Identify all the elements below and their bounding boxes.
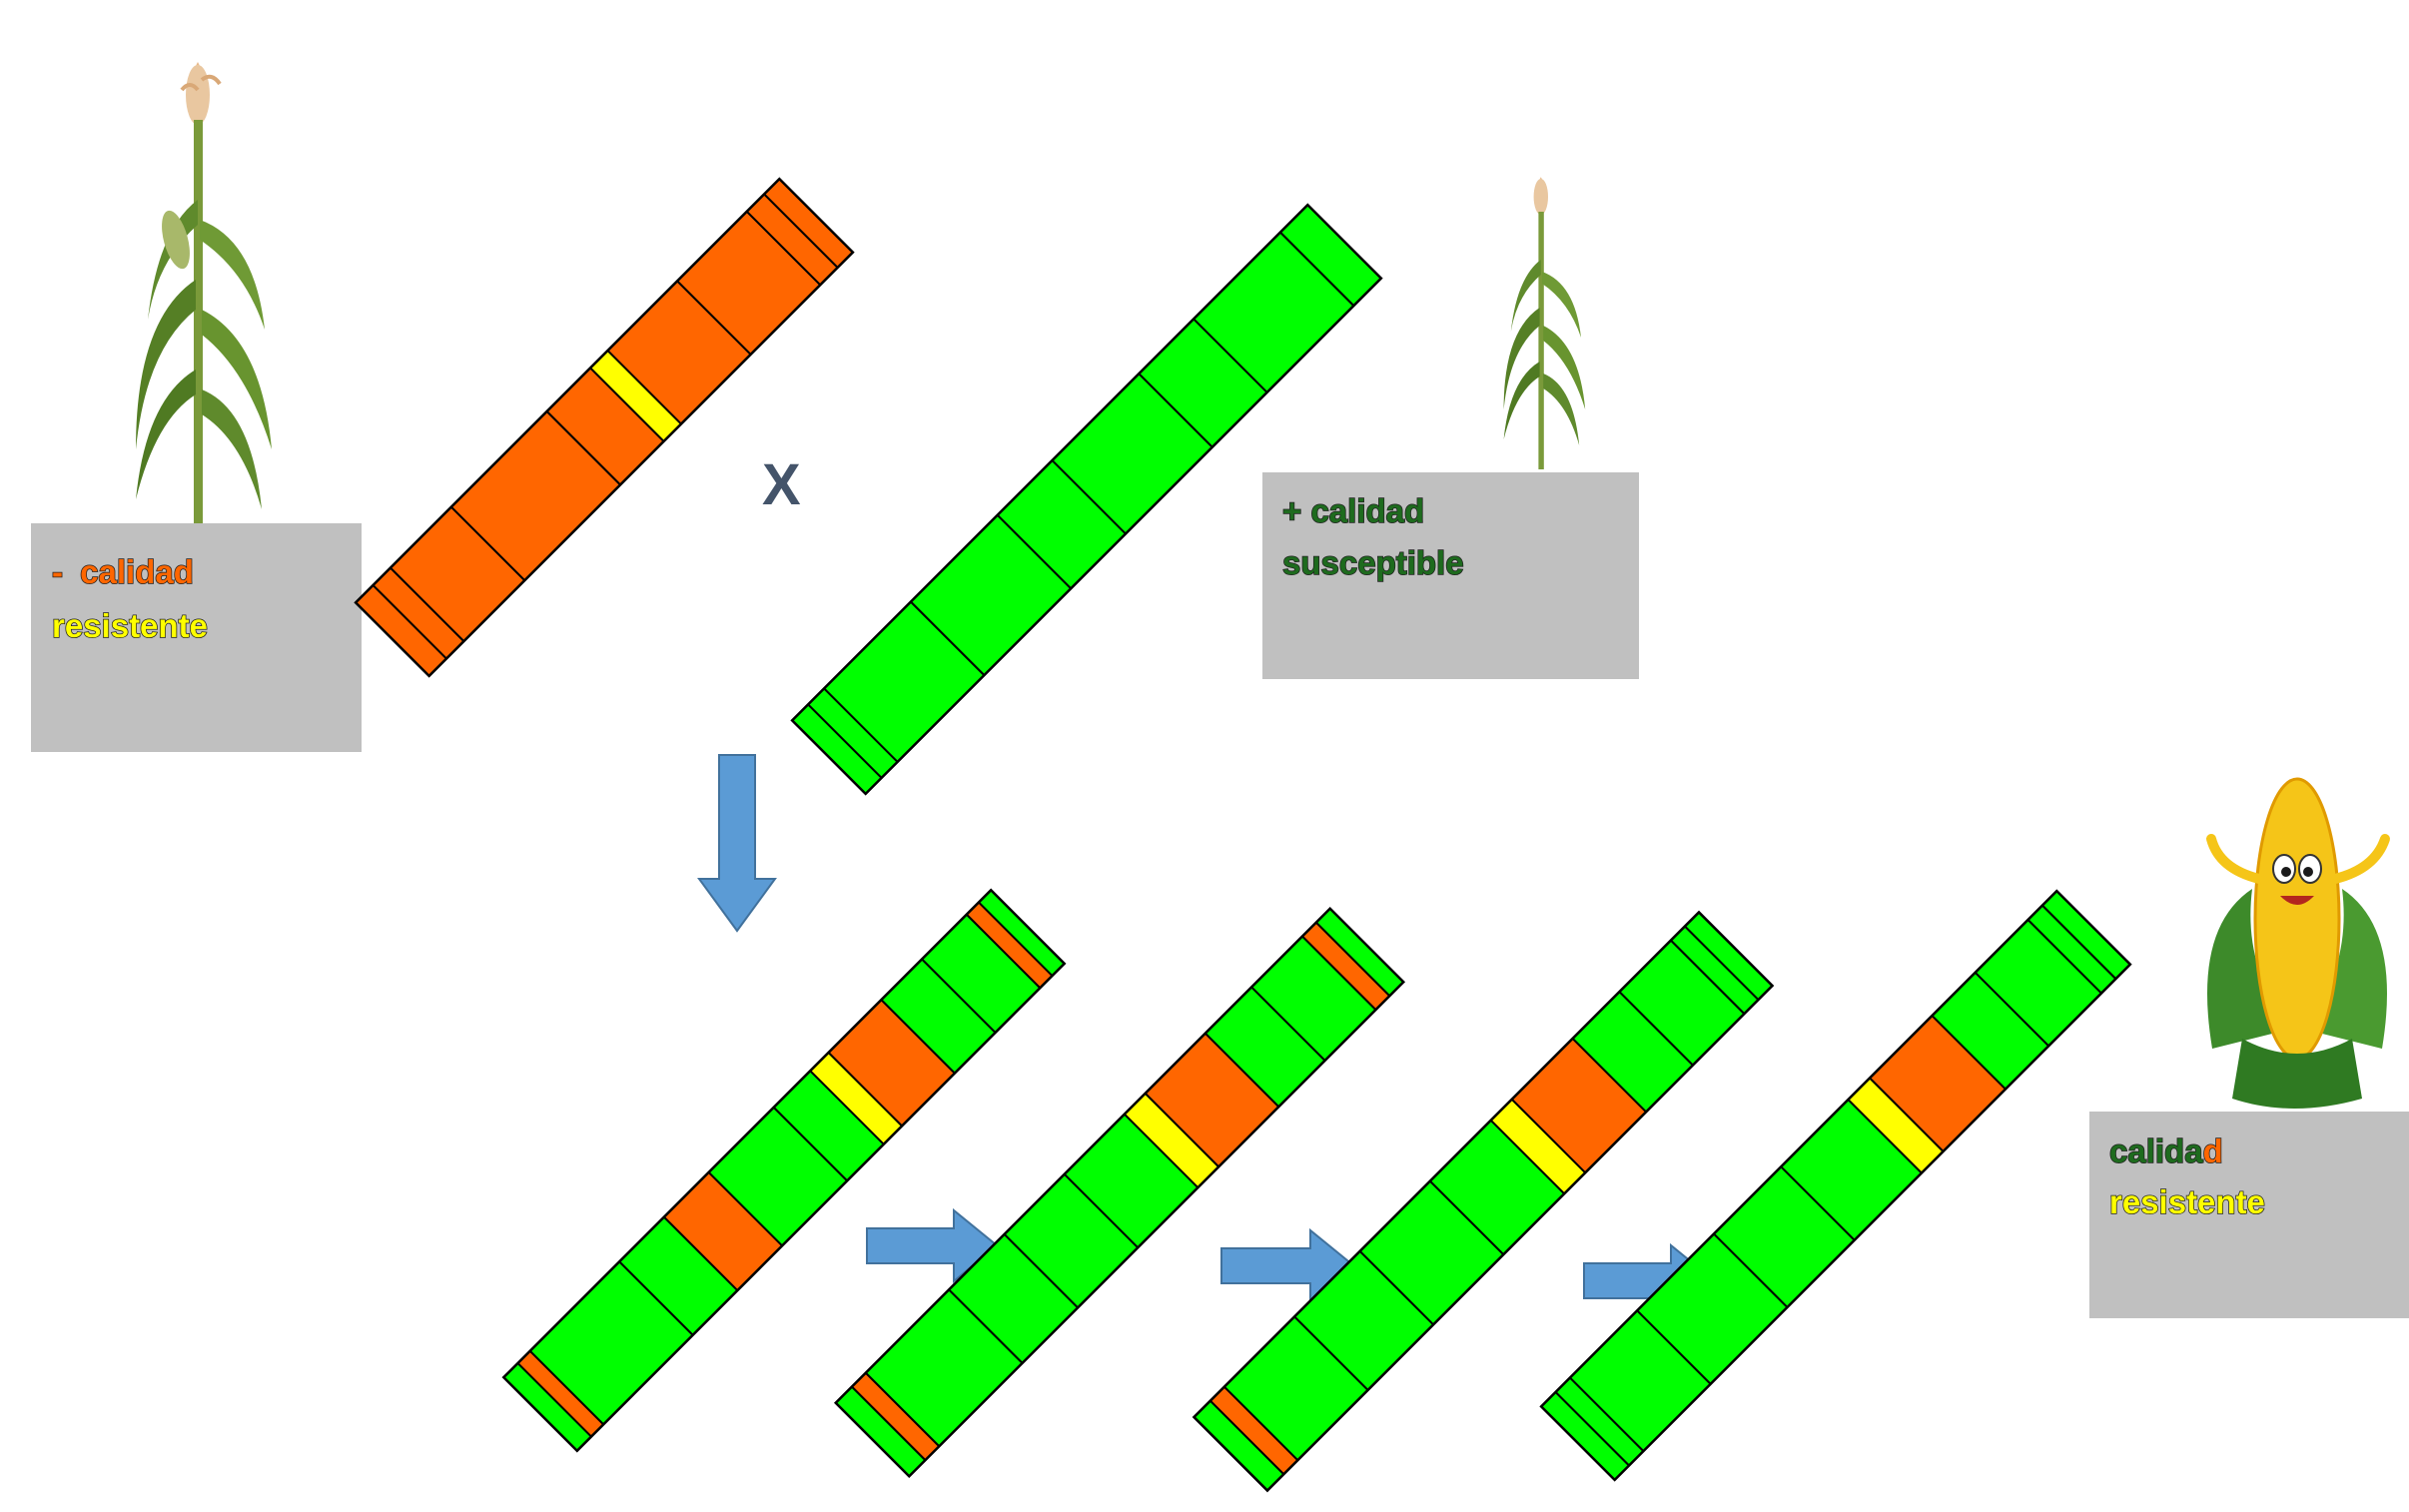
quality-plus-text: + calidad (1282, 492, 1424, 529)
chromosome-parent-resistant (354, 177, 855, 678)
cross-symbol: X (762, 452, 801, 517)
arrow-down-icon (697, 754, 777, 933)
svg-text:- calidad: - calidad (52, 553, 194, 590)
corn-plant-icon (136, 62, 272, 549)
quality-last-letter: d (2203, 1133, 2223, 1169)
corn-mascot-icon (2206, 777, 2390, 1109)
chromosome-outline (833, 906, 1406, 1479)
chromosome-outline (790, 203, 1383, 796)
chromosome-generation-3 (1192, 910, 1775, 1493)
resistance-word: resistente (52, 607, 208, 644)
quality-main-text: calida (2109, 1133, 2203, 1169)
chromosome-group (354, 177, 2132, 1493)
resistance-text-final: resistente (2109, 1183, 2265, 1220)
chromosome-generation-4 (1539, 889, 2132, 1482)
minus-sign: - (52, 553, 63, 590)
chromosome-outline (1192, 910, 1775, 1493)
chromosome-outline (354, 177, 855, 678)
svg-text:calidad: calidad (2109, 1133, 2223, 1169)
label-box-final: calidad resistente (2089, 1112, 2409, 1318)
chromosome-generation-2 (833, 906, 1406, 1479)
corn-plant-icon (1503, 177, 1586, 469)
quality-word: calidad (80, 553, 194, 590)
label-box-quality-parent: + calidad susceptible (1262, 472, 1639, 679)
chromosome-outline (1539, 889, 2132, 1482)
chromosome-parent-quality (790, 203, 1383, 796)
susceptible-text: susceptible (1282, 544, 1464, 581)
chromosome-generation-1 (501, 888, 1067, 1453)
label-box-resistant-parent: - calidad resistente (31, 523, 362, 752)
chromosome-outline (501, 888, 1067, 1453)
